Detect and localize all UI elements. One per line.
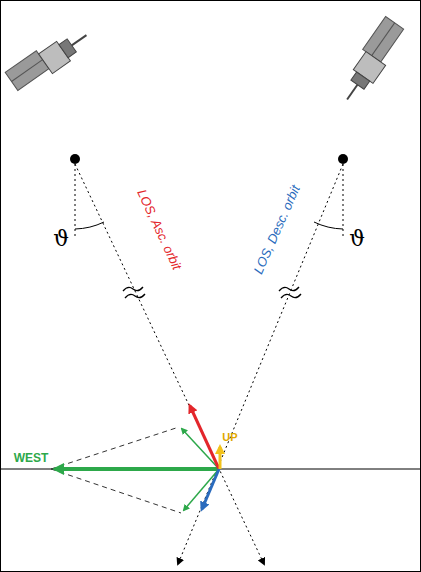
angle-symbol: ϑ [349,228,365,250]
up-label: UP [222,432,237,443]
los-asc-label: LOS, Asc. orbit [135,187,184,271]
west-label: WEST [14,452,49,464]
satellite-asc [5,22,93,95]
angle-symbol: ϑ [53,228,69,250]
satellite-desc [334,17,409,107]
los-desc-label: LOS, Desc. orbit [252,183,303,275]
